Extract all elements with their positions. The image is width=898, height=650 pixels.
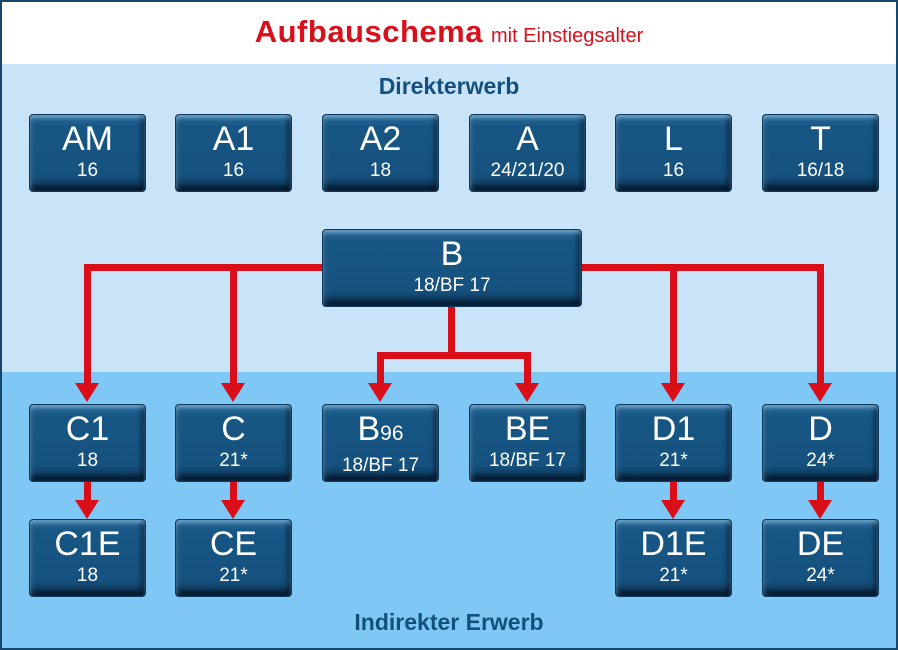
title-suffix: mit Einstiegsalter <box>490 25 644 47</box>
node-t: T 16/18 <box>762 114 879 192</box>
title-main: Aufbauschema <box>254 14 483 49</box>
node-be-age: 18/BF 17 <box>488 450 567 471</box>
page-title: Aufbauschema mit Einstiegsalter <box>2 14 896 50</box>
arrowhead-to-c <box>221 383 245 402</box>
node-l-age: 16 <box>662 160 685 181</box>
node-b96-label-subscript: 96 <box>380 422 404 445</box>
node-c-label: C <box>221 410 246 448</box>
node-c-age: 21* <box>219 450 248 471</box>
connector-line-c-to-ce <box>230 482 237 502</box>
node-d-age: 24* <box>806 450 835 471</box>
arrowhead-to-d1e <box>661 500 685 519</box>
connector-line-b-right <box>582 264 824 271</box>
connector-line-to-be <box>524 352 531 384</box>
node-t-age: 16/18 <box>796 160 845 181</box>
node-c1e-age: 18 <box>76 565 99 586</box>
node-am-age: 16 <box>76 160 99 181</box>
connector-line-b-left <box>84 264 322 271</box>
node-d-label: D <box>808 410 833 448</box>
node-a2: A2 18 <box>322 114 439 192</box>
node-b-label: B <box>440 235 464 273</box>
node-be-label: BE <box>504 410 551 448</box>
connector-line-to-d <box>817 264 824 384</box>
node-d1-age: 21* <box>659 450 688 471</box>
node-c1-age: 18 <box>76 450 99 471</box>
connector-line-b-bottom-span <box>377 352 531 359</box>
connector-line-c1-to-c1e <box>84 482 91 502</box>
node-b96-age: 18/BF 17 <box>341 455 420 476</box>
node-d1-label: D1 <box>651 410 696 448</box>
node-ce-label: CE <box>209 525 258 563</box>
node-c1: C1 18 <box>29 404 146 482</box>
node-ce: CE 21* <box>175 519 292 597</box>
node-d1e-label: D1E <box>640 525 707 563</box>
node-a: A 24/21/20 <box>469 114 586 192</box>
node-c: C 21* <box>175 404 292 482</box>
connector-line-to-c1 <box>84 264 91 384</box>
arrowhead-to-de <box>808 500 832 519</box>
node-a-age: 24/21/20 <box>490 160 565 181</box>
arrowhead-to-be <box>515 383 539 402</box>
node-de: DE 24* <box>762 519 879 597</box>
node-l: L 16 <box>615 114 732 192</box>
arrowhead-to-c1 <box>75 383 99 402</box>
node-d1e: D1E 21* <box>615 519 732 597</box>
node-t-label: T <box>810 120 831 158</box>
node-b-age: 18/BF 17 <box>413 275 491 296</box>
section-label-direct: Direkterwerb <box>378 73 520 99</box>
arrowhead-to-ce <box>221 500 245 519</box>
arrowhead-to-b96 <box>368 383 392 402</box>
node-a1-label: A1 <box>212 120 255 158</box>
node-a-label: A <box>516 120 539 158</box>
node-de-age: 24* <box>806 565 835 586</box>
arrowhead-to-d <box>808 383 832 402</box>
arrowhead-to-c1e <box>75 500 99 519</box>
arrowhead-to-d1 <box>661 383 685 402</box>
node-a1-age: 16 <box>222 160 245 181</box>
connector-line-d1-to-d1e <box>670 482 677 502</box>
connector-line-to-b96 <box>377 352 384 384</box>
indirect-acquisition-band <box>2 372 896 648</box>
node-d1: D1 21* <box>615 404 732 482</box>
connector-line-to-c <box>230 264 237 384</box>
node-ce-age: 21* <box>219 565 248 586</box>
node-a2-age: 18 <box>369 160 392 181</box>
node-c1e-label: C1E <box>54 525 121 563</box>
node-a2-label: A2 <box>359 120 402 158</box>
node-a1: A1 16 <box>175 114 292 192</box>
node-b96-label: B96 <box>357 410 404 448</box>
node-be: BE 18/BF 17 <box>469 404 586 482</box>
node-c1-label: C1 <box>65 410 110 448</box>
node-d: D 24* <box>762 404 879 482</box>
connector-line-to-d1 <box>670 264 677 384</box>
node-d1e-age: 21* <box>659 565 688 586</box>
connector-stem-b-bottom <box>448 305 455 359</box>
node-am: AM 16 <box>29 114 146 192</box>
connector-line-d-to-de <box>817 482 824 502</box>
node-c1e: C1E 18 <box>29 519 146 597</box>
node-b: B 18/BF 17 <box>322 229 582 307</box>
node-de-label: DE <box>796 525 845 563</box>
node-am-label: AM <box>62 120 113 158</box>
section-label-indirect: Indirekter Erwerb <box>354 609 544 635</box>
node-b96: B96 18/BF 17 <box>322 404 439 482</box>
node-l-label: L <box>664 120 683 158</box>
